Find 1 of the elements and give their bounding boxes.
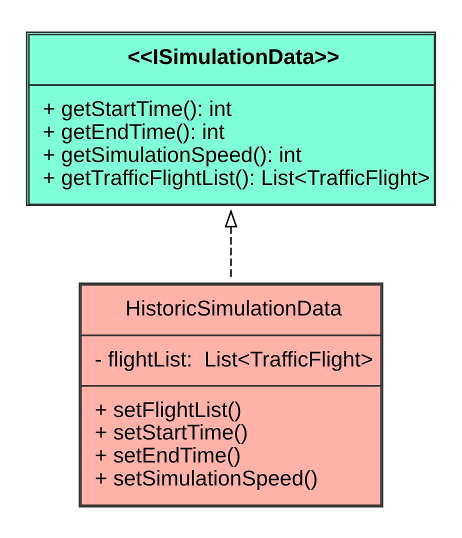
arrow xyxy=(224,208,238,276)
